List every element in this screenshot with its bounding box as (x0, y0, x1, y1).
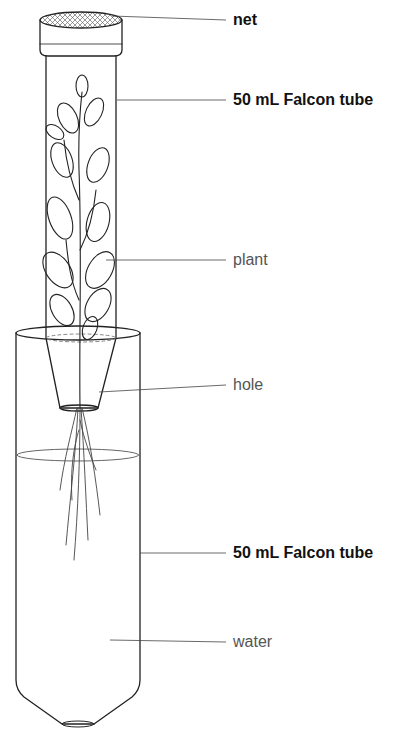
part-label: net (233, 10, 257, 30)
plant-shoot (37, 75, 121, 408)
lower-tube (16, 326, 140, 727)
part-label: 50 mL Falcon tube (233, 543, 373, 563)
part-label: 50 mL Falcon tube (233, 90, 373, 110)
plant-roots (60, 408, 100, 560)
part-label: plant (233, 250, 268, 270)
water-surface (17, 449, 139, 461)
part-label: water (233, 632, 272, 652)
cap-with-net (40, 12, 122, 56)
part-label: hole (233, 375, 263, 395)
leader-lines (99, 16, 226, 642)
